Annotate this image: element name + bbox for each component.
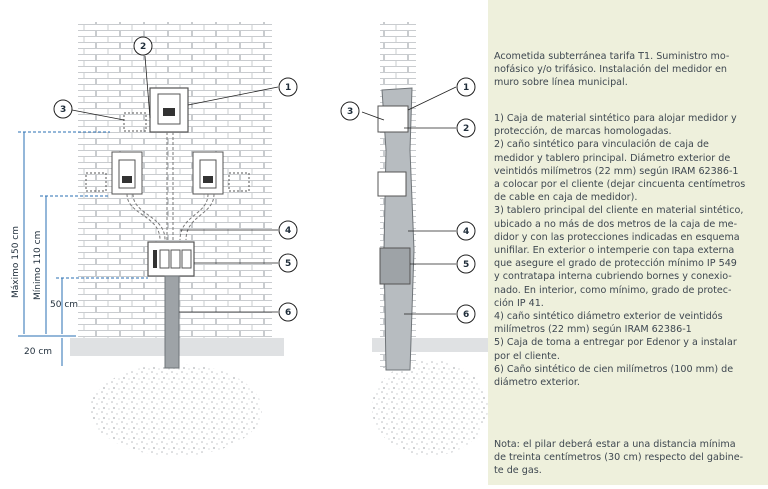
intro-text: Acometida subterránea tarifa T1. Suminis… [494,51,730,89]
meter-box-left [111,151,143,195]
side-callout-5: 5 [463,260,469,270]
side-tap-box [379,247,411,285]
callout-6: 6 [285,308,291,318]
meter-box-right [192,151,224,195]
items-text: 1) Caja de material sintético para aloja… [494,113,746,389]
gravel-fill [90,364,262,456]
conduit-pipes [126,132,215,241]
side-callout-4: 4 [463,227,469,237]
callout-5: 5 [285,259,291,269]
description-panel: Acometida subterránea tarifa T1. Suminis… [488,0,768,485]
front-view: Máximo 150 cm Mínimo 110 cm 50 cm 20 cm … [11,22,298,456]
callout-4: 4 [285,226,291,236]
min-height-label: Mínimo 110 cm [33,231,43,300]
callout-3: 3 [60,105,66,115]
meter-box [149,87,189,133]
installation-diagram: Máximo 150 cm Mínimo 110 cm 50 cm 20 cm … [11,22,488,456]
side-gravel [372,360,488,456]
dashed-board-right [228,172,250,192]
main-pipe [164,275,180,369]
side-callout-2: 2 [463,124,469,134]
dashed-board-left [85,172,107,192]
max-height-label: Máximo 150 cm [11,226,21,298]
note-text: Nota: el pilar deberá estar a una distan… [494,439,744,477]
side-callout-6: 6 [463,310,469,320]
tap-box [147,241,195,277]
side-meter-box-2 [377,171,407,197]
callout-1: 1 [285,83,291,93]
fifty-cm-label: 50 cm [50,300,78,310]
side-meter-box [377,105,409,133]
side-view: 1 3 2 4 5 6 [340,22,488,456]
callout-2: 2 [140,42,146,52]
side-callout-3: 3 [347,107,353,117]
side-callout-1: 1 [463,83,469,93]
twenty-cm-label: 20 cm [24,347,52,357]
